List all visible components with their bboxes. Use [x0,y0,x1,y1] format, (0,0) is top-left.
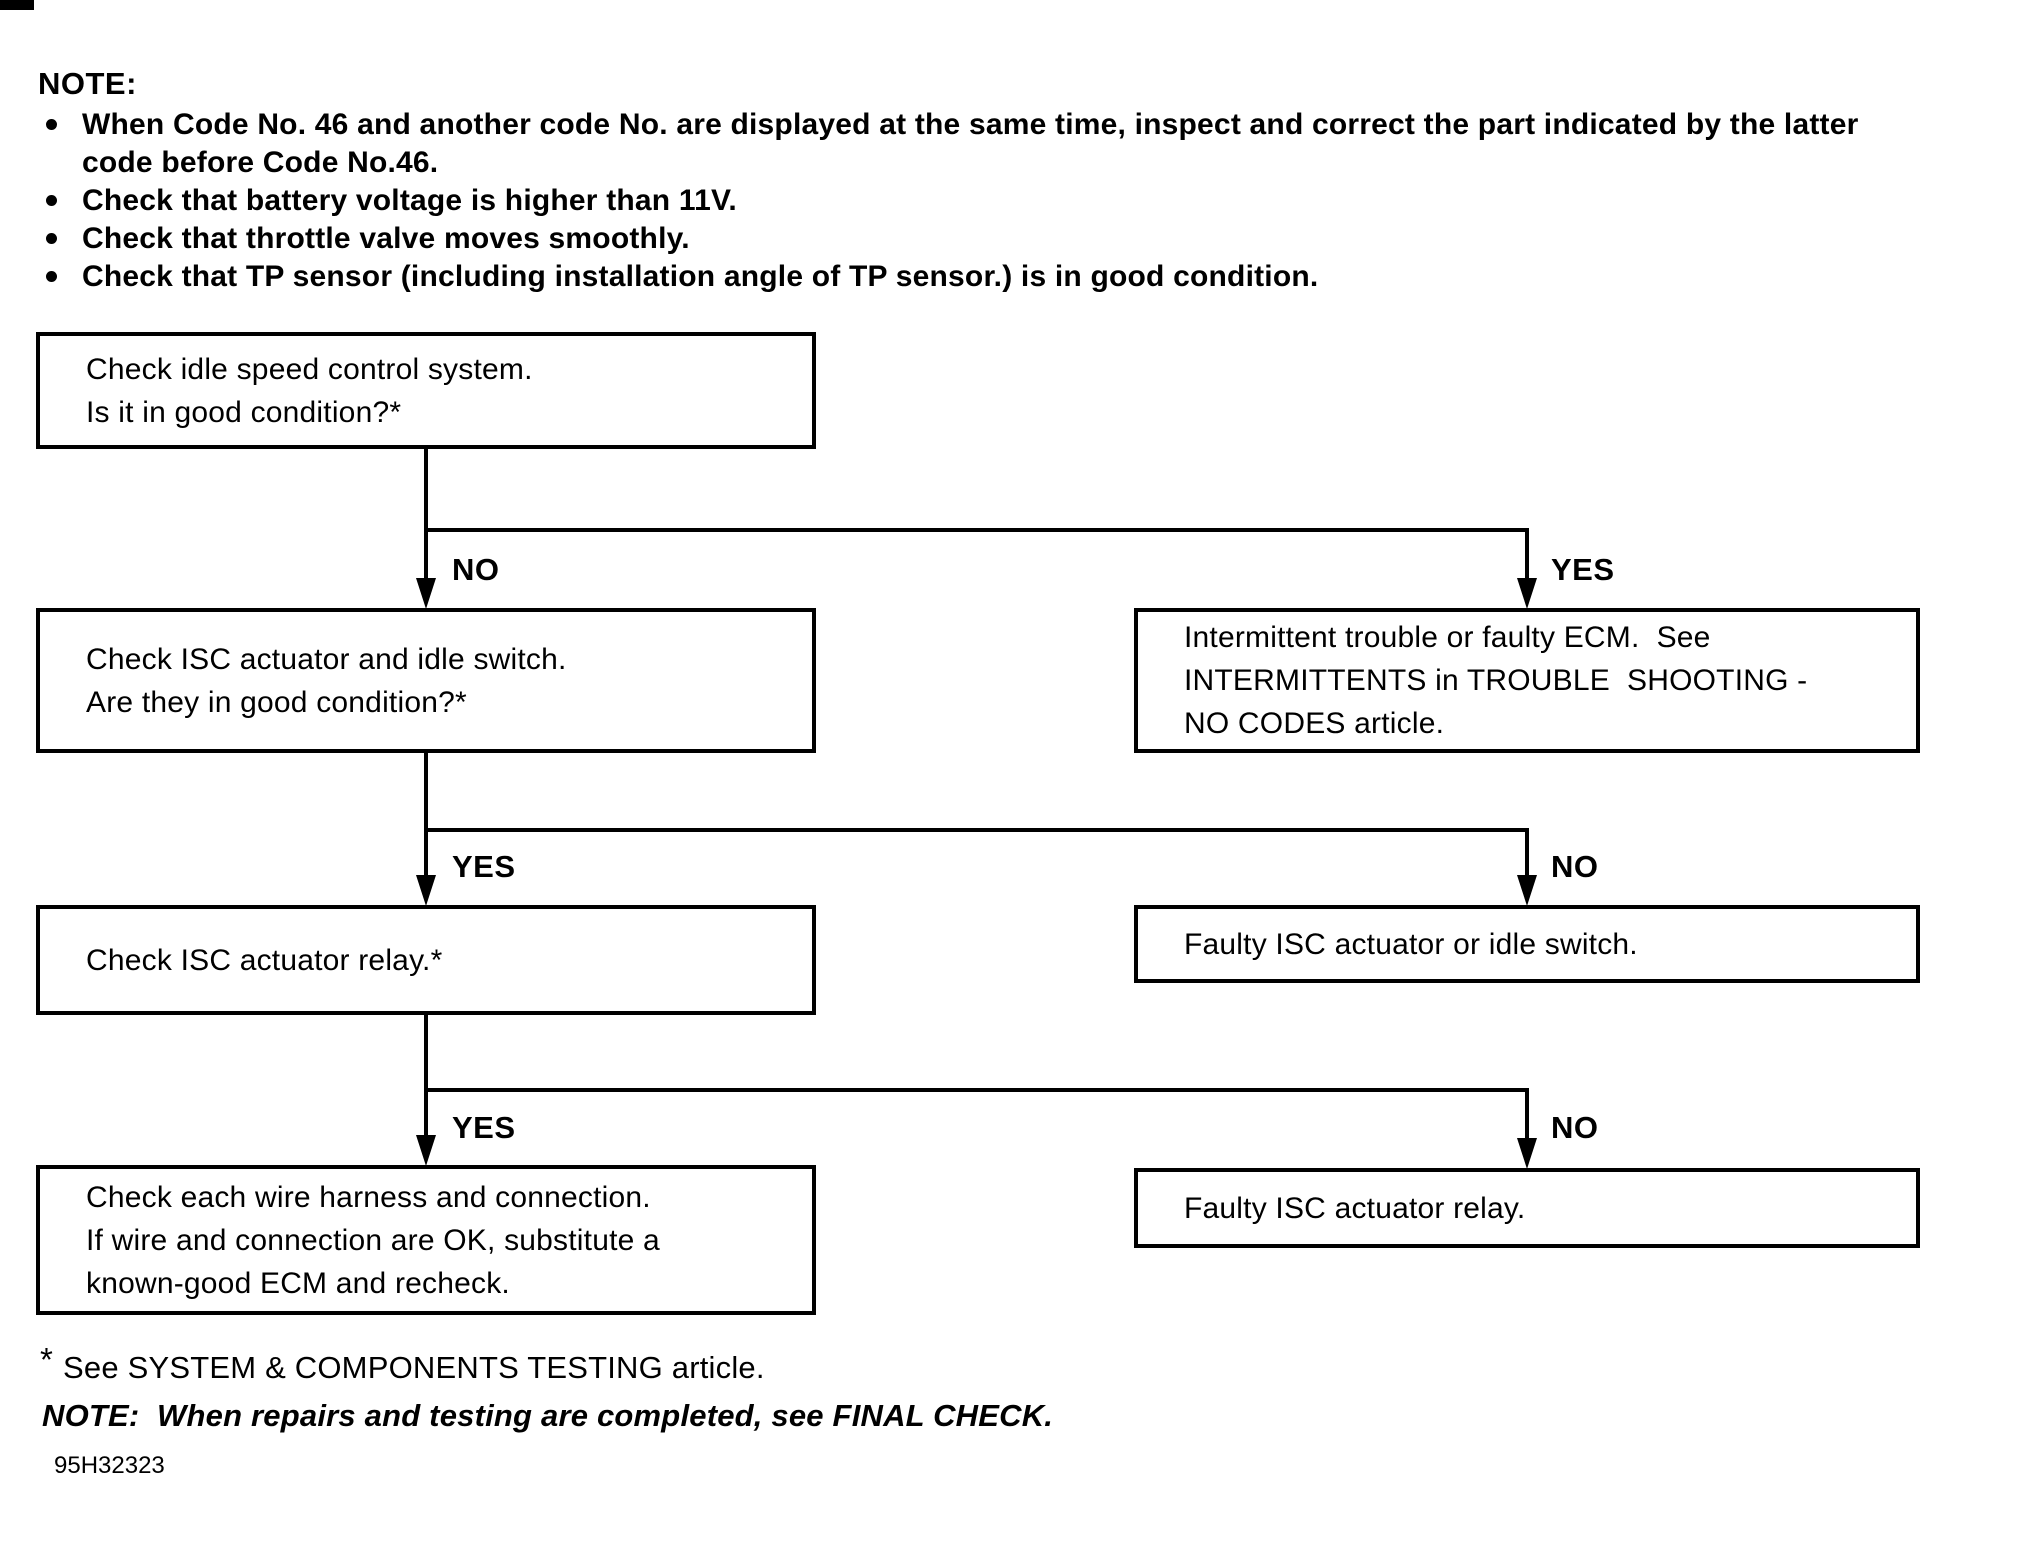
arrow-down-icon [1517,875,1537,906]
bullet-icon [46,271,57,282]
bullet-icon [46,195,57,206]
note-bullet-text: Check that battery voltage is higher tha… [82,184,737,217]
connector-vertical-line [1525,528,1529,584]
flow-box-check-idle-speed-control: Check idle speed control system. Is it i… [36,332,816,449]
arrow-down-icon [416,578,436,609]
flow-box-text: Check ISC actuator and idle switch. Are … [86,642,567,719]
note-bullet-text: When Code No. 46 and another code No. ar… [82,108,1859,179]
flow-box-text: Faulty ISC actuator or idle switch. [1184,927,1638,961]
flow-box-faulty-isc-actuator-idle-switch: Faulty ISC actuator or idle switch. [1134,905,1920,983]
note-bullet-text: Check that throttle valve moves smoothly… [82,222,690,255]
note-bullet: Check that throttle valve moves smoothly… [44,220,2044,258]
branch-label-no-2: NO [1551,849,1599,884]
arrow-down-icon [416,1135,436,1166]
connector-horizontal-line [424,1088,1529,1092]
note-bullet: Check that TP sensor (including installa… [44,258,2044,296]
bullet-icon [46,119,57,130]
footnote-asterisk: * [40,1341,54,1378]
flow-box-text: Check idle speed control system. Is it i… [86,352,533,429]
flow-box-check-wire-harness: Check each wire harness and connection. … [36,1165,816,1315]
flow-box-check-isc-actuator-relay: Check ISC actuator relay.* [36,905,816,1015]
doc-code: 95H32323 [54,1452,165,1479]
flow-box-text: Faulty ISC actuator relay. [1184,1191,1526,1225]
note-bullet: When Code No. 46 and another code No. ar… [44,106,2044,182]
bullet-icon [46,233,57,244]
footnote-testing: * See SYSTEM & COMPONENTS TESTING article… [40,1341,765,1386]
footnote-final-check: NOTE: When repairs and testing are compl… [42,1398,1054,1433]
connector-vertical-line [1525,828,1529,881]
flow-box-text: Check ISC actuator relay.* [86,943,443,977]
scan-artifact [0,0,34,10]
connector-vertical-line [1525,1088,1529,1144]
arrow-down-icon [1517,578,1537,609]
connector-horizontal-line [424,528,1529,532]
arrow-down-icon [416,875,436,906]
connector-vertical-line [424,751,428,881]
footnote-testing-text: See SYSTEM & COMPONENTS TESTING article. [63,1350,765,1385]
flow-box-text: Check each wire harness and connection. … [86,1180,660,1300]
note-bullet-text: Check that TP sensor (including installa… [82,260,1319,293]
flow-box-check-isc-actuator-idle-switch: Check ISC actuator and idle switch. Are … [36,608,816,753]
branch-label-yes-2: YES [452,849,516,884]
branch-label-no-3: NO [1551,1110,1599,1145]
branch-label-no-1: NO [452,552,500,587]
connector-vertical-line [424,1013,428,1141]
note-title: NOTE: [38,66,137,101]
flow-box-faulty-isc-actuator-relay: Faulty ISC actuator relay. [1134,1168,1920,1248]
branch-label-yes-3: YES [452,1110,516,1145]
flow-box-text: Intermittent trouble or faulty ECM. See … [1184,621,1808,740]
connector-horizontal-line [424,828,1529,832]
note-bullet: Check that battery voltage is higher tha… [44,182,2044,220]
arrow-down-icon [1517,1138,1537,1169]
connector-vertical-line [424,447,428,584]
branch-label-yes-1: YES [1551,552,1615,587]
flow-box-intermittent-trouble: Intermittent trouble or faulty ECM. See … [1134,608,1920,753]
